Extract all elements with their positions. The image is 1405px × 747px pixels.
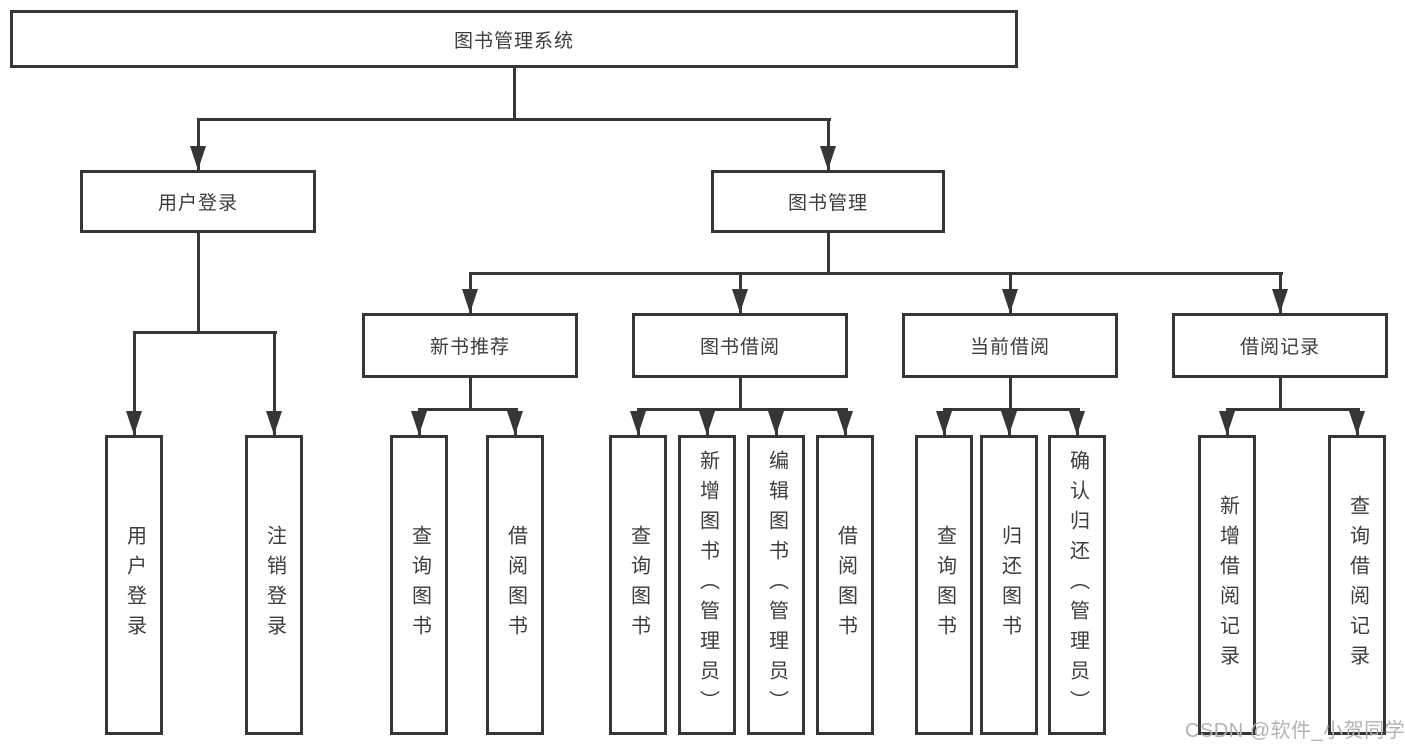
node-leaf-rec-borrow-books-label: 借阅图书 [504, 525, 527, 645]
edge-root-trunk [513, 68, 516, 118]
node-leaf-logout-label: 注销登录 [263, 525, 286, 645]
edge-drop-user-login [197, 118, 200, 170]
node-borrowing-records: 借阅记录 [1172, 313, 1388, 378]
node-leaf-cb-query-books: 查询图书 [915, 435, 973, 735]
edge-rec-bus [418, 408, 518, 411]
arrowhead-user-login [190, 146, 206, 170]
node-library-management-system: 图书管理系统 [10, 10, 1018, 68]
node-borrowing-records-label: 借阅记录 [1239, 337, 1320, 358]
node-book-borrowing: 图书借阅 [632, 313, 848, 378]
edge-bookmgmt-bus [469, 272, 1283, 275]
arrowhead-br-add [1219, 411, 1235, 435]
node-leaf-br-query-record: 查询借阅记录 [1328, 435, 1386, 735]
node-leaf-cb-confirm-return-admin: 确认归还（管理员） [1048, 435, 1106, 735]
node-leaf-br-add-record-label: 新增借阅记录 [1216, 495, 1239, 675]
node-leaf-br-query-record-label: 查询借阅记录 [1346, 495, 1369, 675]
arrowhead-bb-query [630, 411, 646, 435]
node-leaf-rec-borrow-books: 借阅图书 [486, 435, 544, 735]
edge-userlogin-trunk [197, 233, 200, 331]
edge-drop-leaf-logout [273, 331, 276, 435]
arrowhead-leaf-logout [266, 411, 282, 435]
edge-drop-book-mgmt [827, 118, 830, 170]
edge-cb-trunk [1009, 378, 1012, 408]
node-leaf-bb-edit-books-admin: 编辑图书（管理员） [747, 435, 805, 735]
node-leaf-logout: 注销登录 [245, 435, 303, 735]
node-leaf-user-login-label: 用户登录 [123, 525, 146, 645]
node-current-borrowing-label: 当前借阅 [969, 337, 1050, 358]
node-user-login-label: 用户登录 [157, 193, 238, 214]
node-leaf-bb-add-books-admin-label: 新增图书（管理员） [696, 450, 719, 720]
arrowhead-leaf-user-login [126, 411, 142, 435]
arrowhead-cb-query [936, 411, 952, 435]
node-leaf-cb-query-books-label: 查询图书 [933, 525, 956, 645]
edge-cb-bus [943, 408, 1080, 411]
node-book-management-label: 图书管理 [787, 193, 868, 214]
arrowhead-cb-confirm [1069, 411, 1085, 435]
arrowhead-bb-edit [768, 411, 784, 435]
arrowhead-current-borrow [1002, 289, 1018, 313]
node-leaf-cb-return-books-label: 归还图书 [998, 525, 1021, 645]
arrowhead-rec-query [411, 411, 427, 435]
node-leaf-br-add-record: 新增借阅记录 [1198, 435, 1256, 735]
node-current-borrowing: 当前借阅 [902, 313, 1118, 378]
node-new-book-recommend: 新书推荐 [362, 313, 578, 378]
arrowhead-new-book-rec [462, 289, 478, 313]
node-leaf-rec-query-books: 查询图书 [390, 435, 448, 735]
node-leaf-bb-add-books-admin: 新增图书（管理员） [678, 435, 736, 735]
node-leaf-bb-borrow-books-label: 借阅图书 [834, 525, 857, 645]
arrowhead-bb-add [699, 411, 715, 435]
node-leaf-rec-query-books-label: 查询图书 [408, 525, 431, 645]
edge-bb-trunk [739, 378, 742, 408]
node-leaf-user-login: 用户登录 [105, 435, 163, 735]
edge-br-trunk [1279, 378, 1282, 408]
edge-bookmgmt-trunk [827, 233, 830, 272]
node-leaf-bb-query-books-label: 查询图书 [627, 525, 650, 645]
node-book-borrowing-label: 图书借阅 [699, 337, 780, 358]
edge-bb-bus [637, 408, 848, 411]
node-library-management-system-label: 图书管理系统 [453, 30, 574, 52]
node-book-management: 图书管理 [711, 170, 945, 233]
node-new-book-recommend-label: 新书推荐 [429, 337, 510, 358]
arrowhead-bb-borrow [837, 411, 853, 435]
arrowhead-br-query [1349, 411, 1365, 435]
arrowhead-cb-return [1001, 411, 1017, 435]
arrowhead-borrow-records [1272, 289, 1288, 313]
node-leaf-bb-borrow-books: 借阅图书 [816, 435, 874, 735]
csdn-watermark: CSDN @软件_小贺同学 [1185, 720, 1405, 742]
node-leaf-bb-query-books: 查询图书 [609, 435, 667, 735]
node-leaf-cb-confirm-return-admin-label: 确认归还（管理员） [1066, 450, 1089, 720]
edge-rec-trunk [469, 378, 472, 408]
arrowhead-book-borrow [732, 289, 748, 313]
node-leaf-bb-edit-books-admin-label: 编辑图书（管理员） [765, 450, 788, 720]
arrowhead-rec-borrow [507, 411, 523, 435]
edge-userlogin-bus [133, 331, 277, 334]
edge-br-bus [1226, 408, 1360, 411]
node-leaf-cb-return-books: 归还图书 [980, 435, 1038, 735]
edge-drop-leaf-user-login [133, 331, 136, 435]
arrowhead-book-mgmt [820, 146, 836, 170]
node-user-login: 用户登录 [80, 170, 316, 233]
edge-root-bus [197, 118, 831, 121]
